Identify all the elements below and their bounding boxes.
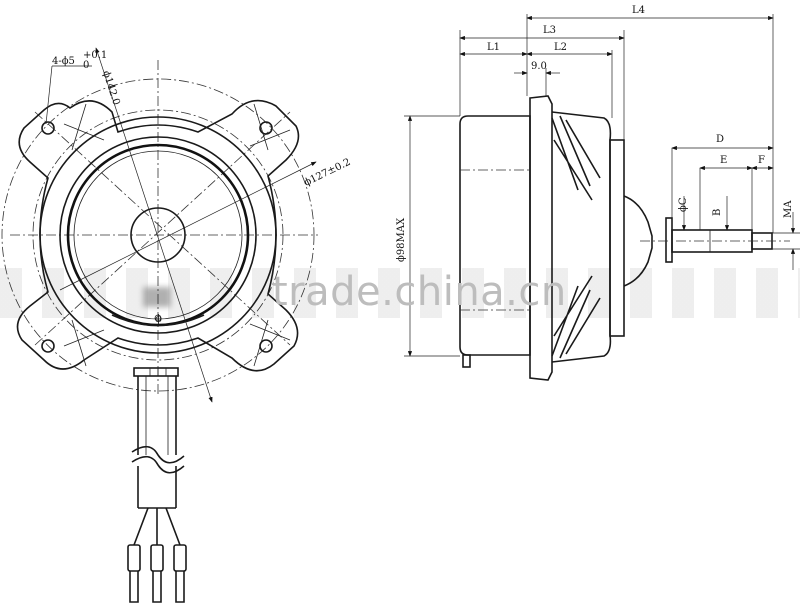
mount-hole-top-left [41,121,55,135]
housing-foot [462,354,471,368]
front-diagonal-1 [34,111,291,346]
lead-wires [133,507,181,546]
side-view: L4 L3 L1 L2 9.0 ϕ98MAX D E F ϕC B [396,5,800,381]
mount-hole-top-right [259,121,273,135]
dim-l1-text: L1 [487,42,500,53]
mount-hole-bottom-left [41,339,55,353]
dim-f-text: F [758,155,765,166]
dim-pcd-text: ϕ142.0 [100,70,121,107]
dim-hole-leader [45,65,53,125]
dim-e-text: E [720,155,727,166]
dim-c-text: ϕC [678,197,689,212]
terminal-right [173,544,187,603]
shaft-collar [665,217,673,263]
upper-fins [551,115,601,201]
dim-hole-tol-lower: 0 [83,60,89,71]
terminal-middle [150,544,164,603]
mounting-flange [16,99,300,372]
housing-body [459,115,531,356]
end-cap [609,139,625,337]
dim-b-text: B [712,209,723,216]
dim-hole-tol-upper: +0.1 [83,50,107,61]
dim-pcd-line [95,47,213,403]
wire-sleeve-inner [145,376,169,455]
dim-hole-text: 4-ϕ5 [52,56,75,67]
dim-l4-text: L4 [632,5,645,16]
watermark-text: trade.china.cn [272,269,567,315]
wire-break-1 [131,445,185,464]
dim-98-text: ϕ98MAX [396,217,407,262]
wire-break-2 [131,455,185,474]
dim-ma-text: MA [783,200,794,218]
terminal-left [127,544,141,603]
dim-9-text: 9.0 [531,61,547,72]
shaft-boss [623,195,653,287]
dim-pilot-text: ϕ127±0.2 [302,157,352,189]
front-view: ϕ ϕ142.0 4-ϕ5 +0.1 0 [1,47,352,603]
bolt-circle [32,109,284,361]
front-diagonal-2 [34,111,291,346]
lower-fins [551,275,601,359]
dim-d-text: D [716,134,724,145]
dim-l3-text: L3 [543,25,556,36]
dim-pilot-line [59,161,317,291]
cable-gland [133,367,179,377]
terminal-symbol: ϕ [155,314,162,325]
side-flange [529,95,553,381]
dim-l2-text: L2 [554,42,567,53]
mount-hole-bottom-right [259,339,273,353]
wire-sleeve [137,376,177,455]
